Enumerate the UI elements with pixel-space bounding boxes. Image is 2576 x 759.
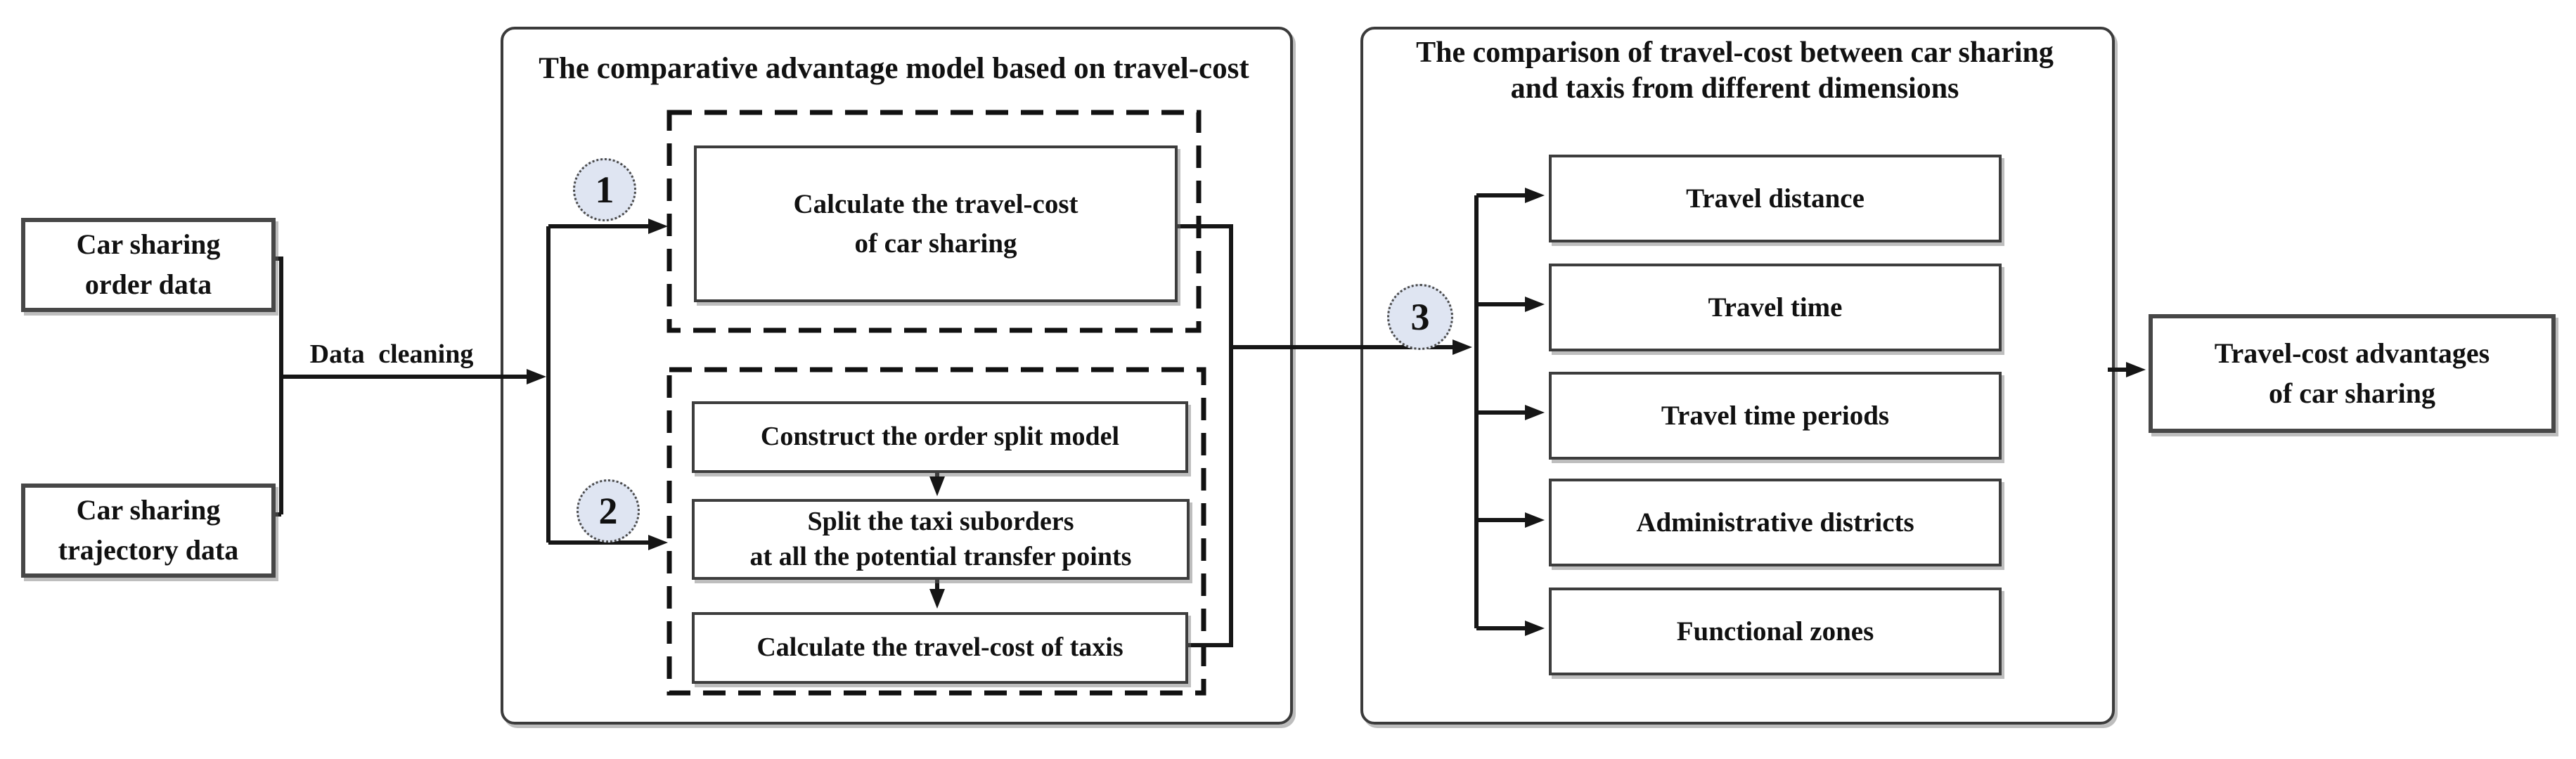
input-box-order-data: Car sharing order data [21, 218, 276, 312]
node-split-taxi-suborders: Split the taxi suborders at all the pote… [692, 499, 1190, 580]
comparison-section-title: The comparison of travel-cost between ca… [1416, 37, 2054, 105]
node-calc-travel-cost-car-sharing: Calculate the travel-cost of car sharing [694, 145, 1178, 302]
input-box-trajectory-data: Car sharing trajectory data [21, 484, 276, 578]
result-arrowhead [2126, 362, 2146, 377]
model-section-title: The comparative advantage model based on… [539, 52, 1249, 85]
dimension-box-functional-zones: Functional zones [1549, 588, 2002, 675]
dimension-box-administrative-districts: Administrative districts [1549, 479, 2002, 566]
step1-badge: 1 [573, 158, 636, 221]
dimension-box-travel-time: Travel time [1549, 264, 2002, 351]
input-collector-line [266, 257, 528, 517]
step3-badge: 3 [1387, 284, 1453, 350]
dimension-box-travel-distance: Travel distance [1549, 155, 2002, 242]
step2-badge: 2 [577, 479, 640, 543]
dimension-box-travel-time-periods: Travel time periods [1549, 372, 2002, 460]
output-box-travel-cost-advantages: Travel-cost advantages of car sharing [2149, 314, 2556, 433]
node-calc-travel-cost-taxis: Calculate the travel-cost of taxis [692, 612, 1188, 684]
data-cleaning-label: Data cleaning [309, 339, 474, 369]
node-construct-order-split-model: Construct the order split model [692, 401, 1188, 473]
